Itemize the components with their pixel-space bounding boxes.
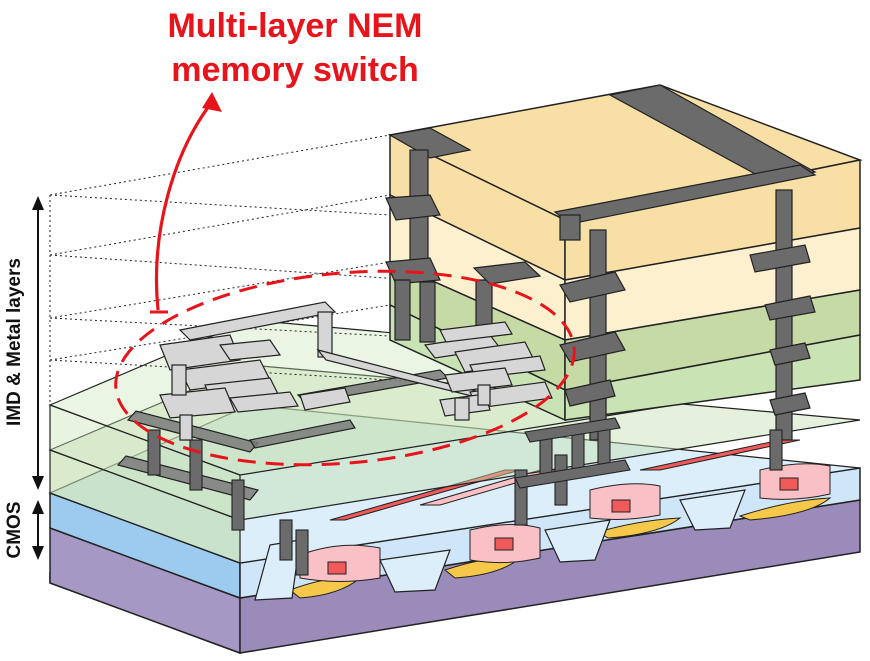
cmos-range-indicator <box>32 500 44 560</box>
metal-pad <box>764 295 816 321</box>
junction-region <box>738 497 832 521</box>
metal-pad <box>769 342 811 366</box>
nem-beam <box>159 334 241 371</box>
nem-beam <box>439 321 513 343</box>
via <box>571 431 585 473</box>
nem-switch-left <box>159 301 490 441</box>
cmos-label: CMOS <box>4 502 25 559</box>
nem-beam <box>229 391 299 413</box>
via <box>597 427 611 469</box>
gate-contact <box>611 499 631 513</box>
sti-trench <box>379 549 451 593</box>
via <box>419 281 436 343</box>
nem-anchor <box>179 414 193 441</box>
lower-interconnects <box>116 369 783 576</box>
nem-switch-highlight-ellipse <box>114 269 576 467</box>
nem-beam <box>218 339 282 361</box>
imd-metal-layers-label: IMD & Metal layers <box>4 258 25 426</box>
metal-pad <box>559 271 626 303</box>
via <box>295 529 309 576</box>
via <box>231 479 245 531</box>
sti-trench <box>679 489 746 531</box>
metal-bar <box>249 419 356 449</box>
figure-title-line1: Multi-layer NEM <box>167 7 422 45</box>
top-metal-cap <box>559 214 581 241</box>
metal-pad <box>559 331 626 363</box>
figure-title-line2: memory switch <box>171 51 419 89</box>
nem-bridge <box>299 387 351 411</box>
via <box>769 429 783 471</box>
gate-contact <box>779 477 799 491</box>
transistors <box>254 439 832 601</box>
via <box>189 439 203 491</box>
sti-trench <box>544 519 611 563</box>
nem-anchor <box>477 384 491 406</box>
via <box>394 279 411 341</box>
callout-arrow <box>154 101 214 311</box>
gate-contact <box>327 561 347 575</box>
imd-metal-range-indicator <box>32 196 44 490</box>
nem-beam <box>444 367 513 393</box>
metal-pad <box>769 392 811 416</box>
metal-pad <box>749 244 811 273</box>
junction-region <box>596 517 682 539</box>
nem-anchor <box>454 397 470 421</box>
metal-bar <box>514 459 631 489</box>
metal-cap <box>472 261 542 285</box>
top-metal-line <box>608 84 817 183</box>
metal-pad <box>385 194 441 221</box>
callout-arrowhead <box>202 92 222 112</box>
nem-beam <box>178 301 337 341</box>
gate-stripe <box>639 439 801 471</box>
metal-bar <box>524 417 621 443</box>
metal-pad <box>564 379 616 407</box>
gate-contact <box>494 537 514 551</box>
via <box>147 429 161 476</box>
nem-switch-right <box>423 321 553 421</box>
via <box>279 519 293 561</box>
nem-anchor <box>171 364 187 396</box>
